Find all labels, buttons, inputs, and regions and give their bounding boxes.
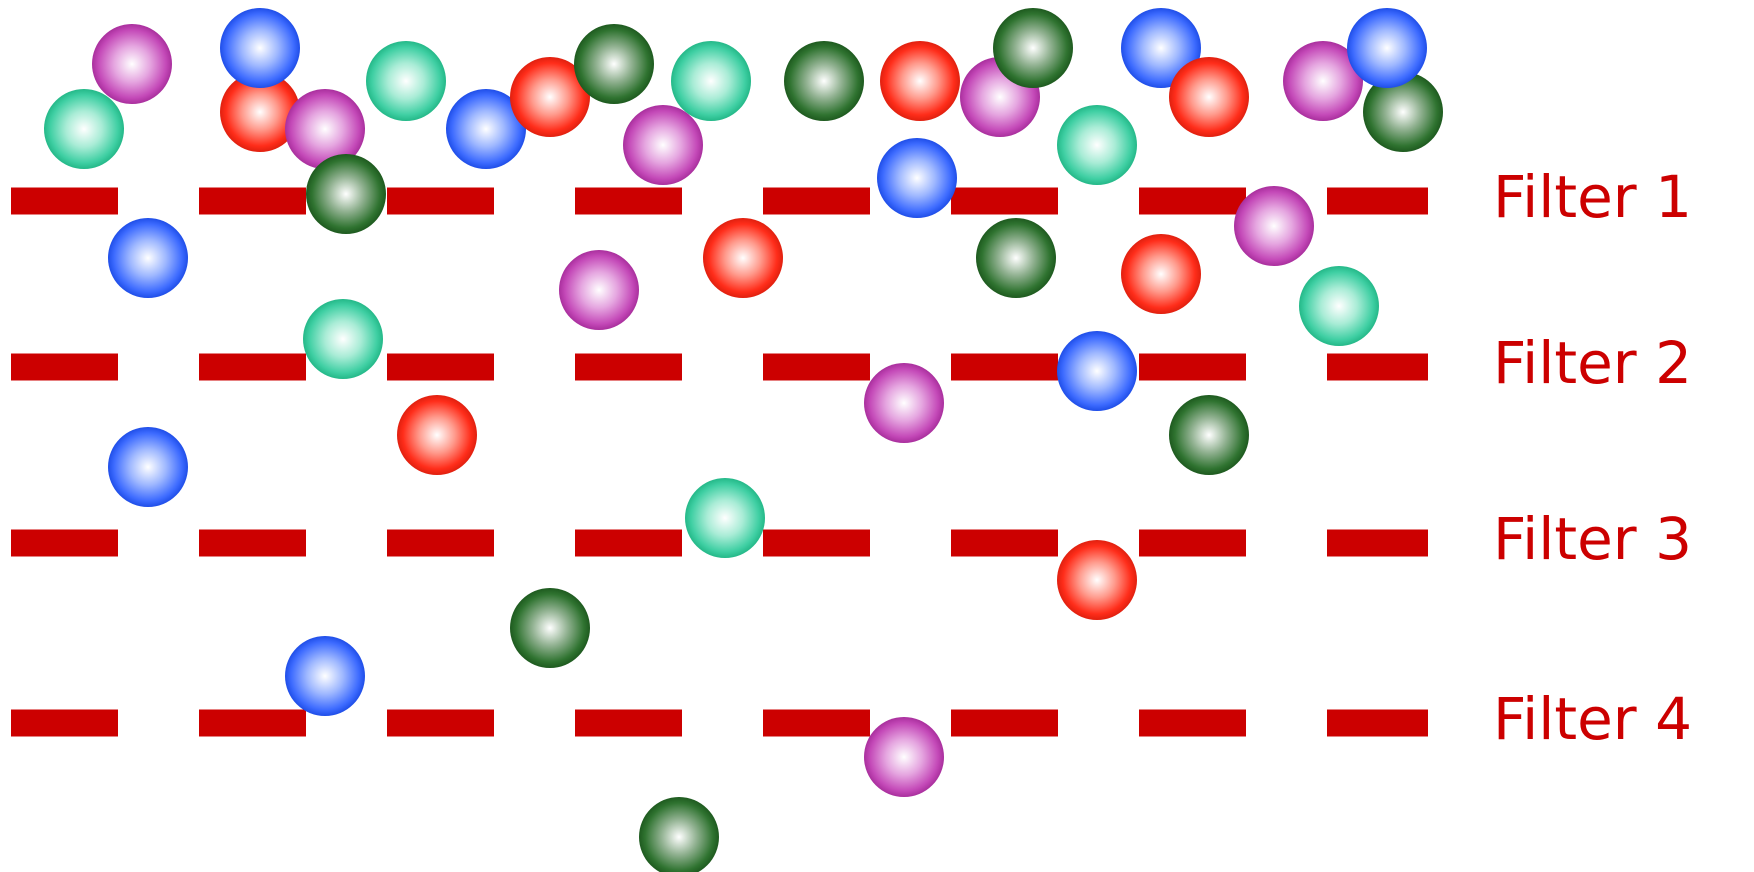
filter-4-bar bbox=[1139, 710, 1246, 737]
filter-1-bar bbox=[1327, 188, 1428, 215]
filter-1-bar bbox=[387, 188, 494, 215]
filter-4-bar bbox=[387, 710, 494, 737]
filter-4-bar bbox=[1327, 710, 1428, 737]
blue-ball bbox=[1057, 331, 1137, 411]
filter-2-label: Filter 2 bbox=[1493, 329, 1692, 397]
filter-3-bar bbox=[1139, 530, 1246, 557]
filter-3-bar bbox=[11, 530, 118, 557]
filter-4-bar bbox=[199, 710, 306, 737]
green-ball bbox=[306, 154, 386, 234]
filter-1-label: Filter 1 bbox=[1493, 163, 1692, 231]
filter-4-bar bbox=[763, 710, 870, 737]
blue-ball bbox=[1347, 8, 1427, 88]
filter-3-bar bbox=[199, 530, 306, 557]
filter-2-bar bbox=[1327, 354, 1428, 381]
filter-2-bar bbox=[199, 354, 306, 381]
red-ball bbox=[397, 395, 477, 475]
filter-1-bar bbox=[951, 188, 1058, 215]
filter-2-bar bbox=[387, 354, 494, 381]
filter-3-bar bbox=[575, 530, 682, 557]
magenta-ball bbox=[864, 363, 944, 443]
red-ball bbox=[880, 41, 960, 121]
filter-4-bar bbox=[11, 710, 118, 737]
magenta-ball bbox=[864, 717, 944, 797]
magenta-ball bbox=[92, 24, 172, 104]
filter-3-bar bbox=[1327, 530, 1428, 557]
red-ball bbox=[703, 218, 783, 298]
filter-2-bar bbox=[1139, 354, 1246, 381]
red-ball bbox=[1169, 57, 1249, 137]
red-ball bbox=[1057, 540, 1137, 620]
balls bbox=[44, 8, 1443, 872]
filter-2-bar bbox=[763, 354, 870, 381]
filter-3-label: Filter 3 bbox=[1493, 505, 1692, 573]
green-ball bbox=[1169, 395, 1249, 475]
filter-4-bar bbox=[575, 710, 682, 737]
blue-ball bbox=[285, 636, 365, 716]
red-ball bbox=[1121, 234, 1201, 314]
green-ball bbox=[784, 41, 864, 121]
green-ball bbox=[639, 797, 719, 872]
teal-ball bbox=[671, 41, 751, 121]
magenta-ball bbox=[1234, 186, 1314, 266]
teal-ball bbox=[366, 41, 446, 121]
filter-3-bar bbox=[387, 530, 494, 557]
green-ball bbox=[510, 588, 590, 668]
blue-ball bbox=[220, 8, 300, 88]
filter-2-bar bbox=[951, 354, 1058, 381]
teal-ball bbox=[1057, 105, 1137, 185]
teal-ball bbox=[44, 89, 124, 169]
filter-2-bar bbox=[575, 354, 682, 381]
green-ball bbox=[993, 8, 1073, 88]
filter-4-bar bbox=[951, 710, 1058, 737]
filter-3-bar bbox=[763, 530, 870, 557]
filter-2-bar bbox=[11, 354, 118, 381]
filter-1-bar bbox=[763, 188, 870, 215]
filter-1-bar bbox=[1139, 188, 1246, 215]
filter-4-label: Filter 4 bbox=[1493, 685, 1692, 753]
teal-ball bbox=[303, 299, 383, 379]
filter-1-bar bbox=[11, 188, 118, 215]
green-ball bbox=[574, 24, 654, 104]
blue-ball bbox=[108, 218, 188, 298]
filter-1-bar bbox=[575, 188, 682, 215]
blue-ball bbox=[877, 138, 957, 218]
filter-labels: Filter 1 Filter 2 Filter 3 Filter 4 bbox=[1493, 163, 1692, 753]
blue-ball bbox=[108, 427, 188, 507]
teal-ball bbox=[1299, 266, 1379, 346]
magenta-ball bbox=[623, 105, 703, 185]
filter-3-bar bbox=[951, 530, 1058, 557]
green-ball bbox=[976, 218, 1056, 298]
filter-1-bar bbox=[199, 188, 306, 215]
magenta-ball bbox=[559, 250, 639, 330]
teal-ball bbox=[685, 478, 765, 558]
